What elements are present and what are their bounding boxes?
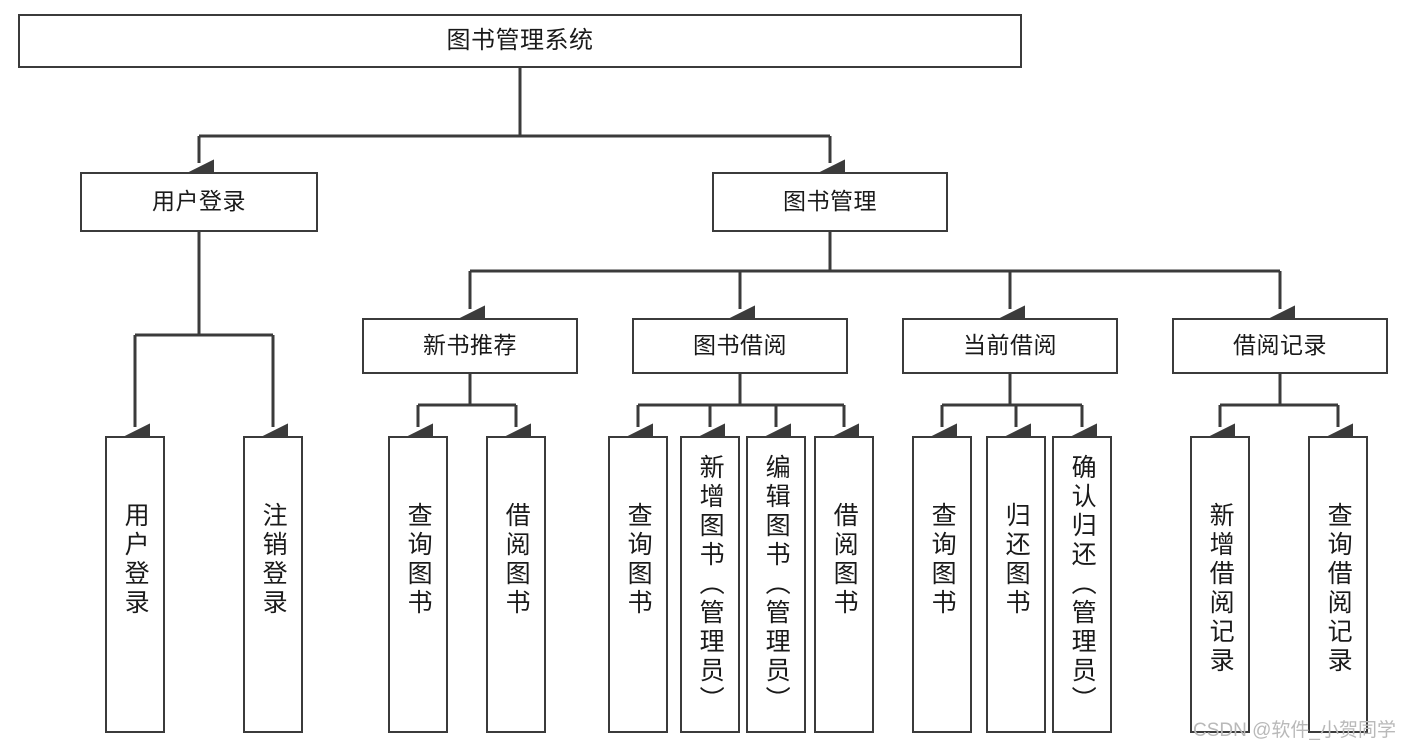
node-leaf-query-book-3[interactable]: 查询图书 xyxy=(912,436,972,733)
node-leaf-add-book[interactable]: 新增图书（管理员） xyxy=(680,436,740,733)
node-label: 当前借阅 xyxy=(963,332,1057,359)
node-user-login[interactable]: 用户登录 xyxy=(80,172,318,232)
node-label: 编辑图书（管理员） xyxy=(762,454,791,715)
node-label: 借阅图书 xyxy=(830,502,859,618)
node-label: 图书管理系统 xyxy=(446,26,594,54)
node-label: 图书管理 xyxy=(783,188,877,215)
node-label: 查询借阅记录 xyxy=(1324,502,1353,676)
node-borrow-record[interactable]: 借阅记录 xyxy=(1172,318,1388,374)
node-label: 新书推荐 xyxy=(423,332,517,359)
node-leaf-query-book-2[interactable]: 查询图书 xyxy=(608,436,668,733)
node-leaf-query-record[interactable]: 查询借阅记录 xyxy=(1308,436,1368,733)
node-book-borrow[interactable]: 图书借阅 xyxy=(632,318,848,374)
node-leaf-borrow-book-2[interactable]: 借阅图书 xyxy=(814,436,874,733)
node-leaf-borrow-book-1[interactable]: 借阅图书 xyxy=(486,436,546,733)
node-current-borrow[interactable]: 当前借阅 xyxy=(902,318,1118,374)
node-label: 新增借阅记录 xyxy=(1206,502,1235,676)
node-label: 确认归还（管理员） xyxy=(1068,454,1097,715)
node-label: 归还图书 xyxy=(1002,502,1031,618)
node-leaf-edit-book[interactable]: 编辑图书（管理员） xyxy=(746,436,806,733)
node-label: 借阅记录 xyxy=(1233,332,1327,359)
node-label: 借阅图书 xyxy=(502,502,531,618)
node-label: 用户登录 xyxy=(152,188,246,215)
node-leaf-return-book[interactable]: 归还图书 xyxy=(986,436,1046,733)
node-label: 查询图书 xyxy=(624,502,653,618)
node-label: 图书借阅 xyxy=(693,332,787,359)
node-leaf-user-logout[interactable]: 注销登录 xyxy=(243,436,303,733)
node-leaf-add-record[interactable]: 新增借阅记录 xyxy=(1190,436,1250,733)
node-leaf-confirm-return[interactable]: 确认归还（管理员） xyxy=(1052,436,1112,733)
node-book-manage[interactable]: 图书管理 xyxy=(712,172,948,232)
node-label: 用户登录 xyxy=(121,502,150,618)
node-label: 查询图书 xyxy=(928,502,957,618)
node-leaf-query-book-1[interactable]: 查询图书 xyxy=(388,436,448,733)
node-label: 查询图书 xyxy=(404,502,433,618)
node-root[interactable]: 图书管理系统 xyxy=(18,14,1022,68)
node-leaf-user-login[interactable]: 用户登录 xyxy=(105,436,165,733)
watermark-text: CSDN @软件_小贺同学 xyxy=(1193,720,1396,741)
node-new-book-recommend[interactable]: 新书推荐 xyxy=(362,318,578,374)
node-label: 新增图书（管理员） xyxy=(696,454,725,715)
node-label: 注销登录 xyxy=(259,502,288,618)
